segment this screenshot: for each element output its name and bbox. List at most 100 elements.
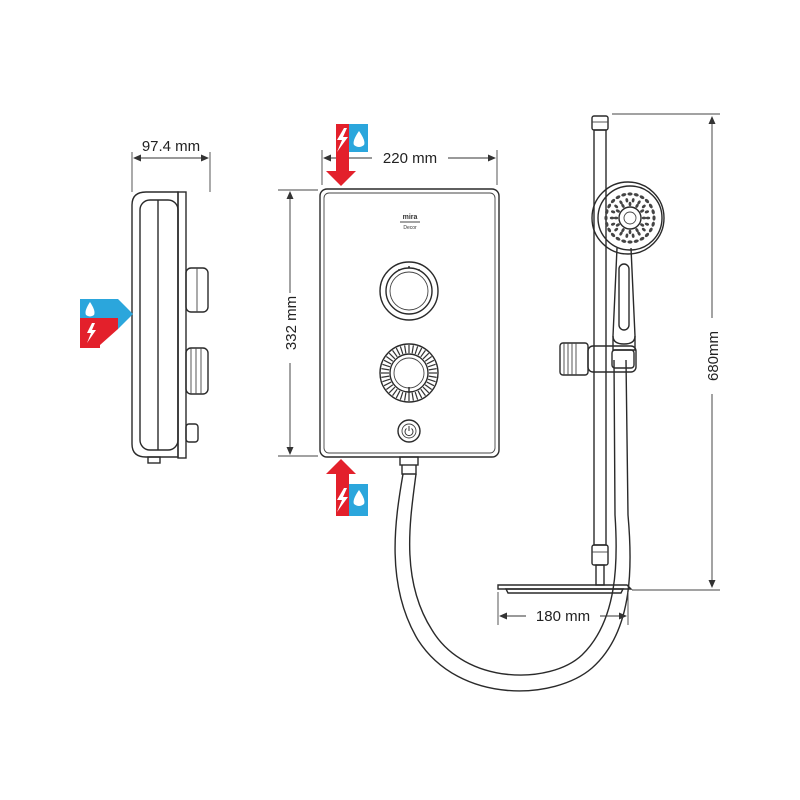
front-view: 220 mm 332 mm mira Decor xyxy=(278,124,500,516)
power-button[interactable] xyxy=(397,419,421,443)
spray-nozzle xyxy=(639,195,645,200)
spray-nozzle xyxy=(604,215,608,221)
spray-nozzle xyxy=(610,232,616,238)
knob-ridge xyxy=(399,391,404,400)
spray-nozzle xyxy=(621,203,625,208)
power-icon xyxy=(404,428,414,437)
spray-nozzle xyxy=(619,231,623,236)
spray-nozzle xyxy=(648,227,653,233)
knob-ridge xyxy=(422,386,430,394)
knob-ridge xyxy=(382,378,391,383)
knob-ridge xyxy=(424,384,433,390)
spray-nozzle xyxy=(633,193,639,197)
spray-nozzle xyxy=(607,227,612,233)
inlet-arrow-top xyxy=(326,124,368,186)
spray-nozzle xyxy=(637,200,641,205)
lightning-icon xyxy=(337,488,348,512)
spray-nozzle xyxy=(633,239,639,243)
knob-ridge xyxy=(388,386,396,394)
spray-nozzle xyxy=(640,223,645,227)
spray-nozzle xyxy=(619,200,623,205)
width-dimension-label: 220 mm xyxy=(383,150,437,167)
inlet-arrow-side xyxy=(80,299,133,348)
flow-knob[interactable] xyxy=(379,343,439,403)
spray-nozzle xyxy=(645,216,651,220)
knob-ridge xyxy=(428,368,437,371)
spray-nozzle xyxy=(628,201,632,207)
spray-nozzle xyxy=(613,216,619,220)
knob-ridge xyxy=(382,363,391,368)
spray-nozzle xyxy=(631,233,635,238)
knob-ridge xyxy=(411,345,414,354)
spray-nozzle xyxy=(644,198,650,204)
spray-nozzle xyxy=(615,236,621,241)
spray-nozzle xyxy=(615,223,620,227)
depth-dimension-label: 97.4 mm xyxy=(142,138,200,155)
knob-ridge xyxy=(385,356,394,362)
knob-ridge xyxy=(399,346,404,355)
knob-ridge xyxy=(404,392,407,401)
knob-ridge xyxy=(404,345,407,354)
knob-ridge xyxy=(428,375,437,378)
spray-nozzle xyxy=(648,203,653,209)
knob-ridge xyxy=(420,388,426,397)
knob-ridge xyxy=(381,368,390,371)
spray-nozzle xyxy=(621,239,627,243)
spray-nozzle xyxy=(644,210,650,214)
brand-logo: mira xyxy=(403,214,418,221)
water-drop-icon xyxy=(353,131,365,147)
soap-dish xyxy=(497,584,633,594)
spray-nozzle xyxy=(652,215,656,221)
knob-ridge xyxy=(426,381,435,387)
temperature-knob[interactable] xyxy=(379,261,439,321)
knob-ridge xyxy=(414,346,419,355)
spray-nozzle xyxy=(605,209,609,215)
knob-ridge xyxy=(426,359,435,365)
spray-nozzle xyxy=(628,229,632,235)
spray-nozzle xyxy=(641,216,647,220)
spray-nozzle xyxy=(610,222,616,226)
spray-nozzle xyxy=(640,209,645,213)
knob-ridge xyxy=(420,349,426,358)
knob-ridge xyxy=(427,378,436,383)
spray-nozzle xyxy=(610,198,616,204)
side-view: 97.4 mm xyxy=(80,138,211,464)
spray-nozzle xyxy=(644,222,650,226)
knob-ridge xyxy=(385,384,394,390)
knob-ridge xyxy=(381,375,390,378)
slider-bracket[interactable] xyxy=(559,342,637,376)
spray-nozzle xyxy=(644,232,650,238)
knob-ridge xyxy=(395,347,401,356)
spray-nozzle xyxy=(610,210,616,214)
spray-nozzle xyxy=(631,198,635,203)
spray-nozzle xyxy=(627,240,633,244)
shower-hose xyxy=(394,359,631,692)
knob-ridge xyxy=(392,349,398,358)
spray-nozzle xyxy=(625,198,629,203)
knob-ridge xyxy=(414,391,419,400)
spray-nozzle xyxy=(635,228,639,233)
riser-rail: 680mm 180 mm xyxy=(497,113,724,625)
knob-ridge xyxy=(395,390,401,399)
lightning-icon xyxy=(87,323,96,343)
knob-ridge xyxy=(417,347,423,356)
spray-nozzle xyxy=(615,209,620,213)
spray-nozzle xyxy=(614,204,619,209)
spray-nozzle xyxy=(641,227,646,232)
spray-nozzle xyxy=(621,228,625,233)
knob-ridge xyxy=(392,388,398,397)
knob-ridge xyxy=(422,352,430,360)
shower-handset xyxy=(591,181,665,351)
spray-nozzle xyxy=(615,195,621,200)
knob-ridge xyxy=(383,381,392,387)
knob-ridge xyxy=(417,390,423,399)
height-dimension-label: 332 mm xyxy=(283,296,300,350)
spray-nozzle xyxy=(635,203,639,208)
spray-nozzle xyxy=(627,192,633,196)
brand-model: Decor xyxy=(403,225,417,231)
knob-ridge xyxy=(424,356,433,362)
knob-ridge xyxy=(388,352,396,360)
knob-ridge xyxy=(427,363,436,368)
knob-ridge xyxy=(411,392,414,401)
